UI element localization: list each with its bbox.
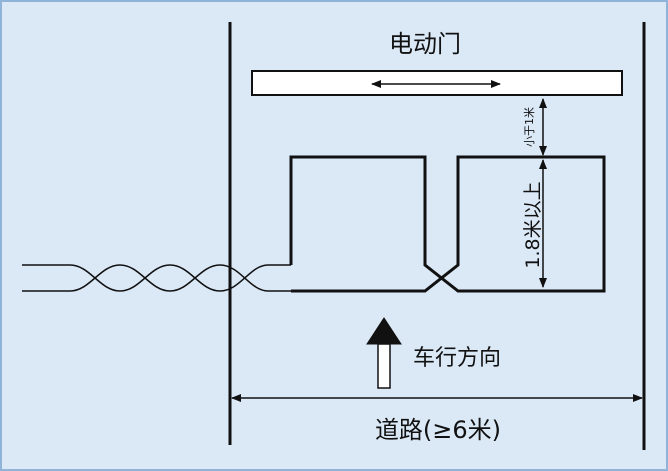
road-label: 道路(≥6米) (375, 416, 501, 444)
gate-title: 电动门 (389, 30, 461, 58)
twisted-lead-wire-a (22, 264, 291, 292)
loop-size-label: 1.8米以上 (522, 181, 544, 268)
twisted-lead-wire-b (22, 264, 291, 292)
electric-gate-bar (251, 70, 623, 96)
vehicle-direction-arrow-shaft (377, 343, 391, 389)
direction-label: 车行方向 (413, 346, 501, 371)
gap-label: 小于1米 (523, 107, 536, 147)
induction-loop-coil (289, 155, 606, 293)
